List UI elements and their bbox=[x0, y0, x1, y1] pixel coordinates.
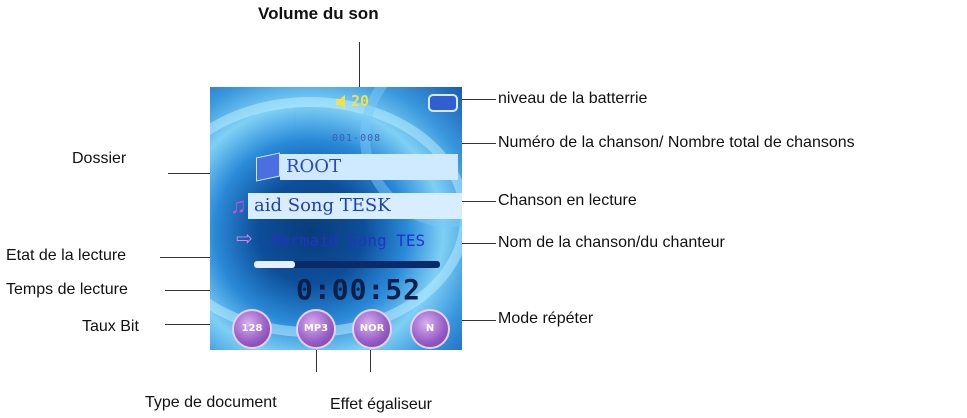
folder-name: ROOT bbox=[280, 154, 458, 180]
progress-fill bbox=[254, 261, 295, 268]
volume-value: 20 bbox=[351, 92, 370, 110]
leader-play-state bbox=[160, 257, 256, 258]
song-artist: Mermaid Song TES bbox=[271, 231, 426, 250]
bitrate-button[interactable]: 128 bbox=[232, 309, 272, 349]
arrow-right-icon: ⇨ bbox=[236, 228, 253, 250]
folder-icon bbox=[256, 152, 280, 182]
label-doc-type: Type de document bbox=[145, 394, 277, 411]
label-play-time: Temps de lecture bbox=[6, 281, 128, 298]
player-screen: 20 001-008 ROOT ♫ aid Song TESK ⇨ Mermai… bbox=[210, 87, 462, 350]
progress-bar bbox=[254, 261, 440, 268]
speaker-icon bbox=[336, 95, 345, 109]
repeat-button[interactable]: N bbox=[410, 309, 450, 349]
leader-bitrate bbox=[165, 324, 233, 325]
leader-playing bbox=[452, 201, 496, 202]
label-play-state: Etat de la lecture bbox=[6, 247, 127, 264]
music-note-icon: ♫ bbox=[230, 193, 247, 218]
leader-volume bbox=[359, 42, 360, 96]
eq-button[interactable]: NOR bbox=[352, 309, 392, 349]
doc-type-button[interactable]: MP3 bbox=[296, 309, 336, 349]
label-eq: Effet égaliseur bbox=[330, 396, 432, 413]
label-playing: Chanson en lecture bbox=[498, 192, 637, 209]
track-number: 001-008 bbox=[332, 133, 382, 144]
label-song-artist: Nom de la chanson/du chanteur bbox=[498, 234, 725, 251]
battery-icon bbox=[428, 94, 458, 112]
label-bitrate: Taux Bit bbox=[82, 318, 139, 335]
leader-eq bbox=[370, 340, 371, 372]
play-time: 0:00:52 bbox=[296, 273, 422, 306]
label-folder: Dossier bbox=[72, 150, 127, 167]
leader-battery bbox=[452, 99, 496, 100]
leader-repeat bbox=[450, 320, 496, 321]
label-track-count: Numéro de la chanson/ Nombre total de ch… bbox=[498, 134, 855, 151]
label-repeat: Mode répéter bbox=[498, 310, 594, 327]
leader-song-artist bbox=[454, 243, 496, 244]
playing-song: aid Song TESK bbox=[248, 193, 462, 219]
leader-doc-type bbox=[316, 340, 317, 372]
label-battery: niveau de la batterrie bbox=[498, 90, 648, 107]
label-volume: Volume du son bbox=[258, 4, 379, 23]
